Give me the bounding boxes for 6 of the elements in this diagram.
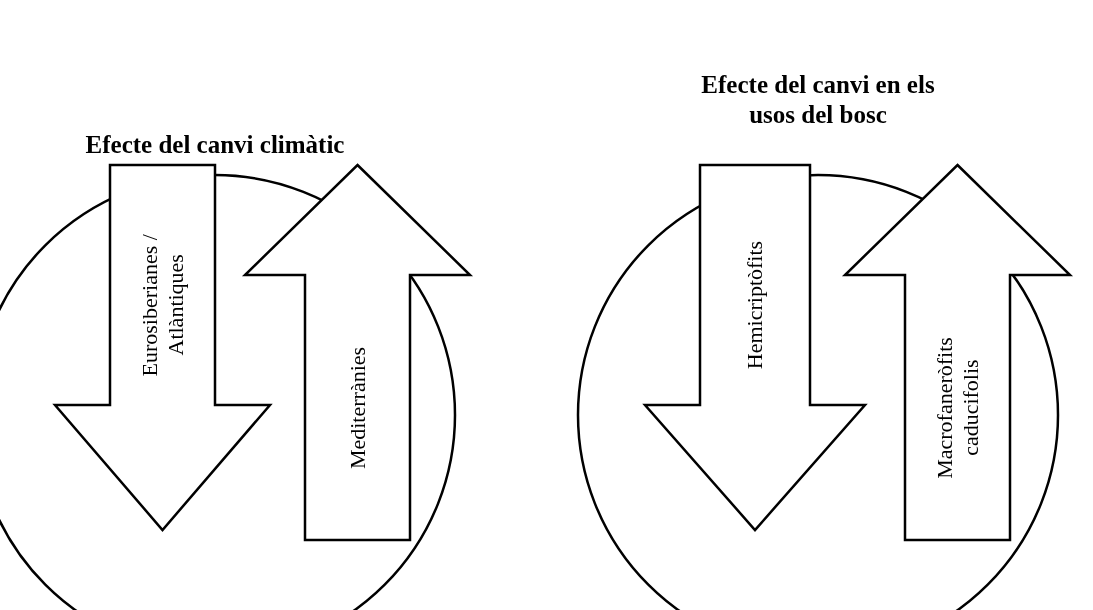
arrow-label: Hemicriptòfits: [742, 240, 768, 370]
heading: Efecte del canvi en els usos del bosc: [700, 70, 936, 130]
heading: Efecte del canvi climàtic: [85, 130, 345, 160]
arrow-label: Eurosiberianes / Atlàntiques: [136, 232, 189, 379]
arrow-label: Mediterrànies: [344, 346, 371, 469]
arrow-label: Macrofaneròfits caducifolis: [931, 336, 984, 479]
